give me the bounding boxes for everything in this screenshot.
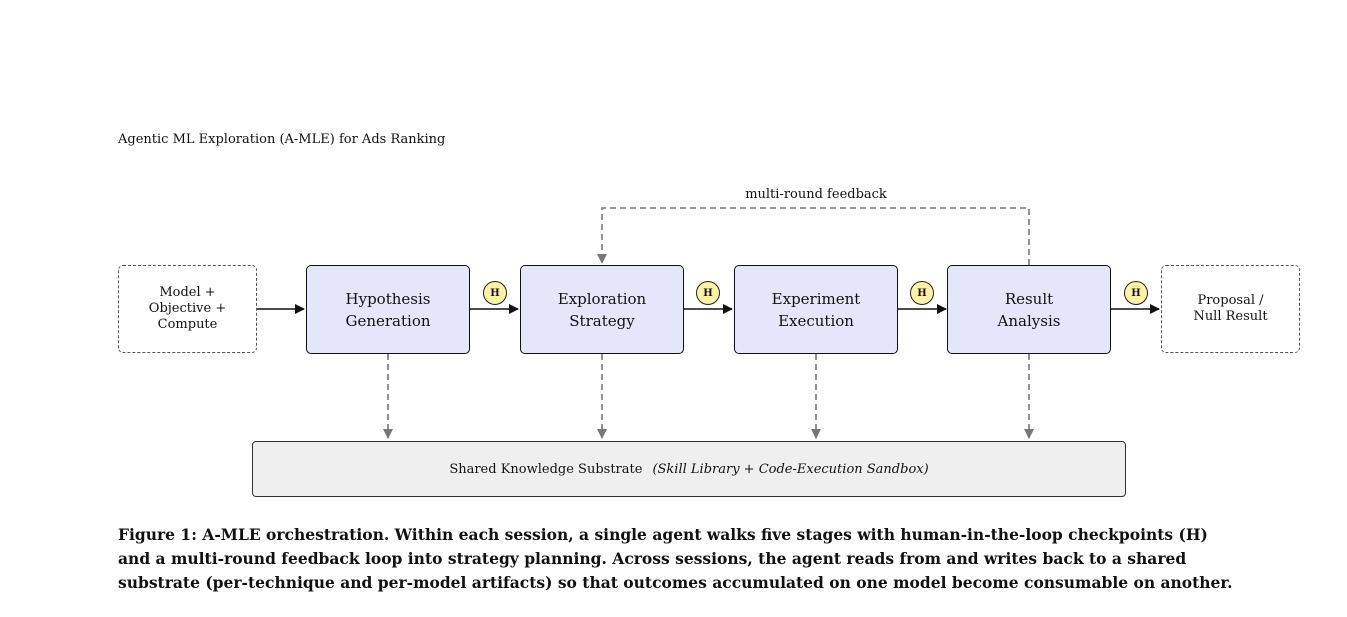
output-box: Proposal / Null Result (1161, 265, 1300, 353)
substrate-title: Shared Knowledge Substrate (449, 461, 643, 477)
shared-knowledge-substrate: Shared Knowledge Substrate (Skill Librar… (252, 441, 1126, 497)
figure-caption: Figure 1: A-MLE orchestration. Within ea… (118, 525, 1233, 592)
stage-hypothesis-generation: Hypothesis Generation (306, 265, 470, 354)
stage-label: Experiment Execution (771, 289, 861, 330)
stage-exploration-strategy: Exploration Strategy (520, 265, 684, 354)
checkpoint-badge-4: H (1124, 281, 1148, 305)
input-box-label: Model + Objective + Compute (148, 285, 227, 332)
feedback-label: multi-round feedback (745, 187, 887, 202)
checkpoint-badge-3: H (910, 281, 934, 305)
stage-result-analysis: Result Analysis (947, 265, 1111, 354)
checkpoint-badge-1: H (483, 281, 507, 305)
input-box: Model + Objective + Compute (118, 265, 257, 353)
diagram-title: Agentic ML Exploration (A-MLE) for Ads R… (118, 132, 446, 147)
stage-experiment-execution: Experiment Execution (734, 265, 898, 354)
stage-label: Exploration Strategy (557, 289, 647, 330)
feedback-loop-line (597, 207, 1030, 265)
output-box-label: Proposal / Null Result (1193, 293, 1268, 324)
stage-label: Result Analysis (997, 289, 1061, 330)
checkpoint-badge-2: H (696, 281, 720, 305)
stage-label: Hypothesis Generation (345, 289, 431, 330)
substrate-detail: (Skill Library + Code-Execution Sandbox) (652, 461, 929, 477)
